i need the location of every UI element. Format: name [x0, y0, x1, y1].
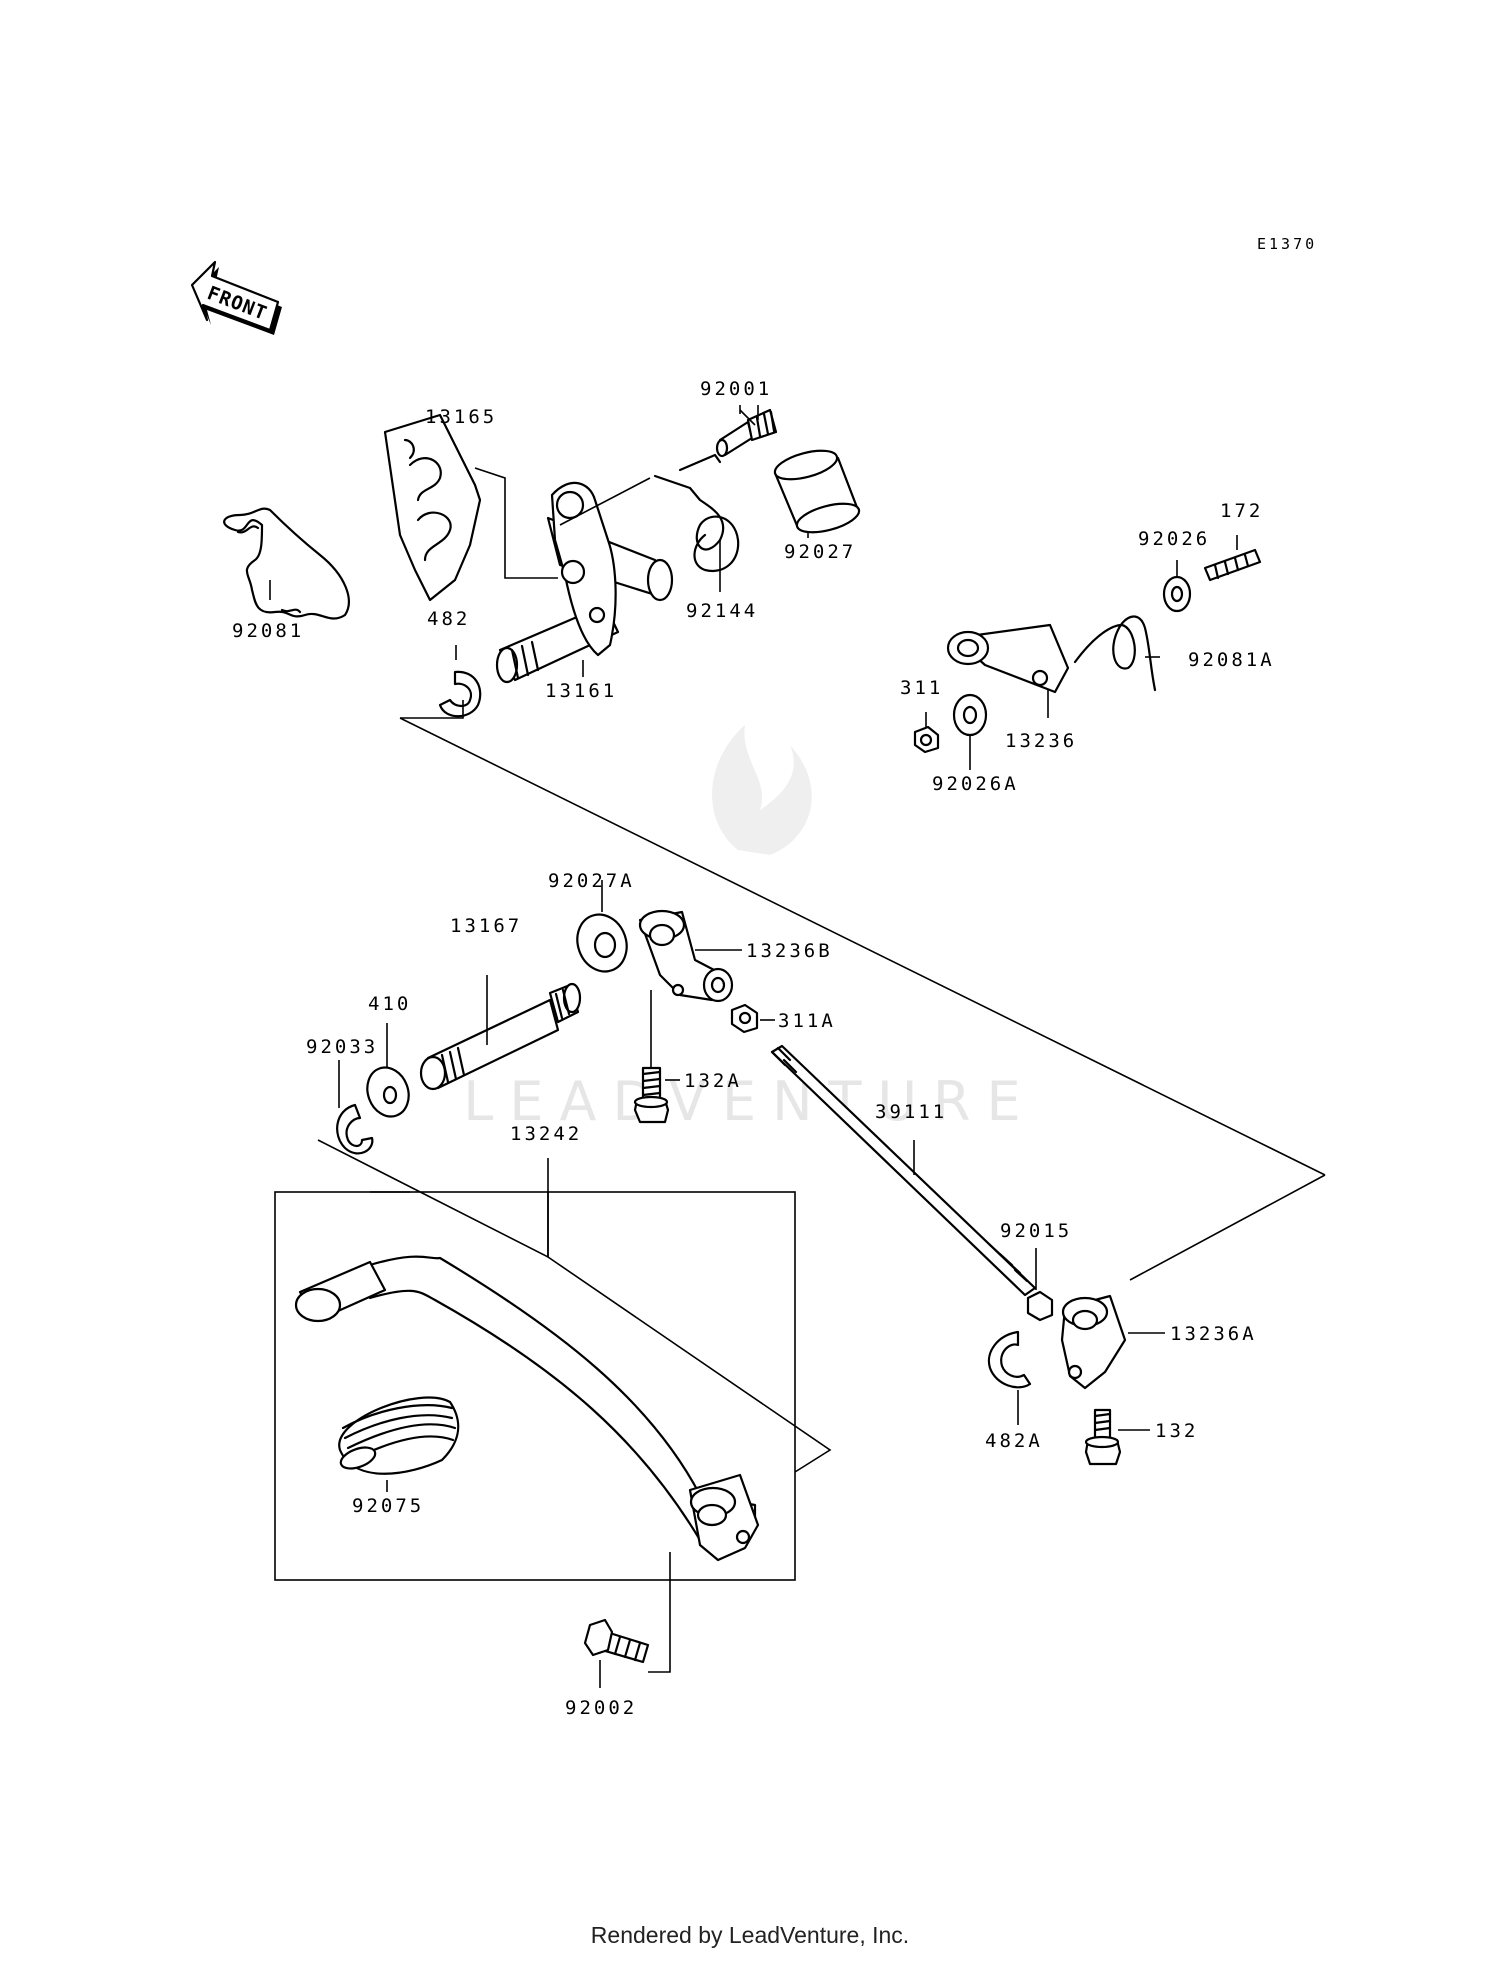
bolt-92001 — [715, 408, 778, 458]
front-arrow-icon: FRONT — [190, 260, 282, 335]
label-132A: 132A — [684, 1070, 742, 1092]
label-39111: 39111 — [875, 1101, 947, 1123]
shaft-13167 — [419, 982, 582, 1091]
watermark: LEADVENTURE — [463, 725, 1036, 1133]
label-92002: 92002 — [565, 1697, 637, 1719]
nut-92015 — [1026, 1290, 1054, 1322]
label-92033: 92033 — [306, 1036, 378, 1058]
diagram-code: E1370 — [1257, 235, 1317, 253]
label-482: 482 — [427, 608, 470, 630]
circlip-92033 — [336, 1103, 374, 1155]
label-92001: 92001 — [700, 378, 772, 400]
pedal-13242 — [294, 1255, 760, 1562]
label-92015: 92015 — [1000, 1220, 1072, 1242]
label-13236: 13236 — [1005, 730, 1077, 752]
footer-credit: Rendered by LeadVenture, Inc. — [590, 1922, 910, 1948]
bolt-132 — [1084, 1408, 1122, 1466]
label-92026A: 92026A — [932, 773, 1019, 795]
label-92075: 92075 — [352, 1495, 424, 1517]
shift-plate-13165 — [383, 413, 482, 602]
label-13167: 13167 — [450, 915, 522, 937]
washer-92026A — [952, 693, 988, 737]
watermark-text: LEADVENTURE — [463, 1070, 1036, 1133]
label-482A: 482A — [985, 1430, 1043, 1452]
shift-shaft-13161 — [495, 481, 674, 684]
label-311A: 311A — [778, 1010, 836, 1032]
label-13236A: 13236A — [1170, 1323, 1257, 1345]
spring-92081A — [1073, 615, 1157, 692]
leader-lines — [269, 405, 1326, 1688]
label-92026: 92026 — [1138, 528, 1210, 550]
label-13165: 13165 — [425, 406, 497, 428]
washer-92026 — [1162, 575, 1192, 613]
label-13161: 13161 — [545, 680, 617, 702]
label-311: 311 — [900, 677, 943, 699]
washer-410 — [366, 1066, 410, 1118]
label-132: 132 — [1155, 1420, 1198, 1442]
circlip-482 — [438, 670, 482, 718]
label-13242: 13242 — [510, 1123, 582, 1145]
pedal-rubber-92075 — [338, 1396, 460, 1475]
pedal-box — [274, 1191, 796, 1581]
spring-92144 — [653, 453, 740, 573]
bolt-92002 — [583, 1618, 650, 1664]
label-13236B: 13236B — [746, 940, 833, 962]
bolt-132A — [633, 1066, 670, 1124]
clamp-13236A — [1060, 1294, 1127, 1390]
label-92027: 92027 — [784, 541, 856, 563]
stud-172 — [1203, 548, 1262, 582]
nut-311A — [730, 1003, 759, 1034]
clamp-13236B — [638, 909, 734, 1003]
label-92081: 92081 — [232, 620, 304, 642]
circlip-482A — [987, 1330, 1032, 1389]
o-ring-92081 — [223, 507, 350, 620]
part-labels: 92001 13165 92027 92144 92081 482 13161 … — [232, 378, 1275, 1719]
label-92081A: 92081A — [1188, 649, 1275, 671]
label-410: 410 — [368, 993, 411, 1015]
arm-13236 — [946, 623, 1070, 694]
rod-39111 — [770, 1044, 1037, 1297]
label-172: 172 — [1220, 500, 1263, 522]
label-92144: 92144 — [686, 600, 758, 622]
label-92027A: 92027A — [548, 870, 635, 892]
collar-92027 — [773, 449, 861, 534]
nut-311 — [913, 725, 940, 754]
washer-92027A — [576, 913, 628, 973]
